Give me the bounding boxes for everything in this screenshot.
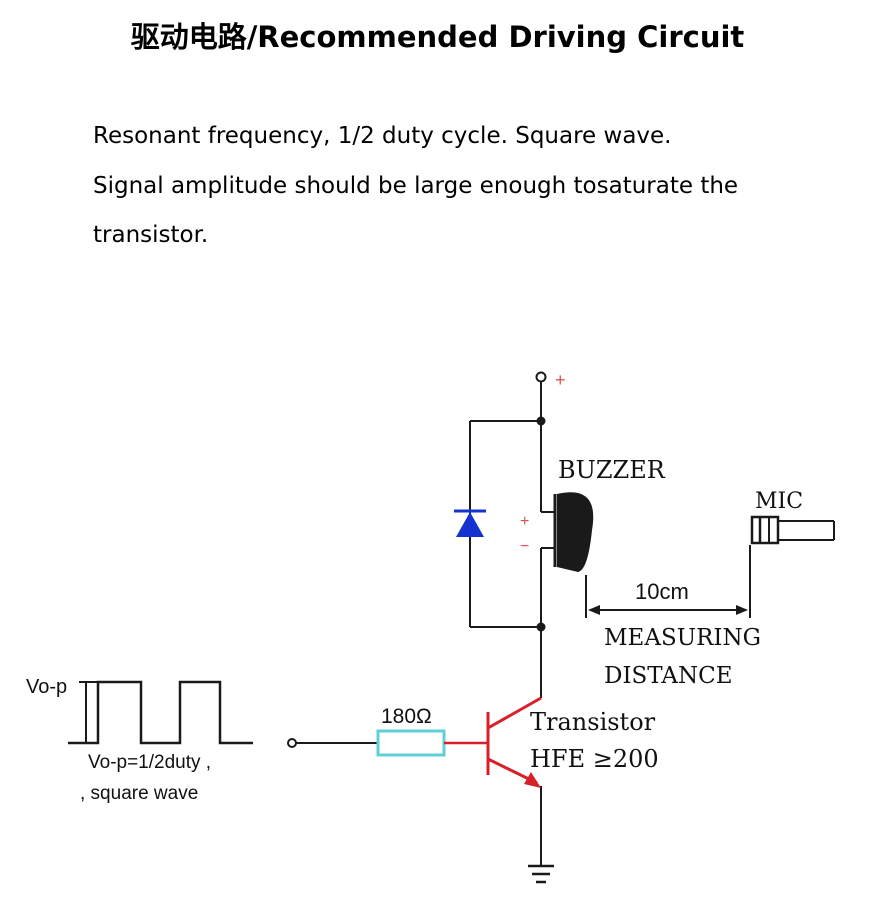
square-wave-icon bbox=[68, 680, 253, 745]
distance-dimension bbox=[585, 545, 751, 618]
description-line-3: transistor. bbox=[93, 222, 209, 248]
description: Resonant frequency, 1/2 duty cycle. Squa… bbox=[93, 112, 793, 261]
buzzer-icon: + − bbox=[520, 492, 594, 572]
main-wires bbox=[296, 382, 555, 866]
resistor-icon bbox=[376, 729, 487, 757]
supply-plus-label: + bbox=[555, 370, 566, 390]
description-line-2: Signal amplitude should be large enough … bbox=[93, 172, 739, 199]
signal-description-line-2: , square wave bbox=[80, 783, 198, 804]
resistor-label: 180Ω bbox=[381, 705, 432, 728]
junction-dot-top bbox=[536, 416, 546, 426]
description-line-1: Resonant frequency, 1/2 duty cycle. Squa… bbox=[93, 123, 672, 149]
ground-icon bbox=[528, 864, 554, 884]
signal-description-line-1: Vo-p=1/2duty , bbox=[88, 752, 211, 773]
input-terminal bbox=[287, 738, 297, 748]
junction-dot-bottom bbox=[536, 622, 546, 632]
mic-label: MIC bbox=[755, 489, 803, 514]
transistor-icon bbox=[486, 696, 542, 788]
buzzer-minus-label: − bbox=[520, 538, 529, 555]
transistor-label-line-1: Transistor bbox=[530, 708, 656, 736]
page-title: 驱动电路/Recommended Driving Circuit bbox=[130, 20, 745, 54]
measuring-label-line-2: DISTANCE bbox=[604, 663, 733, 689]
buzzer-plus-label: + bbox=[520, 513, 529, 530]
distance-label: 10cm bbox=[635, 579, 689, 604]
measuring-label-line-1: MEASURING bbox=[604, 625, 761, 651]
diode-icon bbox=[454, 509, 486, 537]
microphone-icon bbox=[750, 515, 835, 545]
supply-terminal: + bbox=[535, 370, 566, 390]
buzzer-label: BUZZER bbox=[558, 456, 666, 484]
signal-amplitude-label: Vo-p bbox=[26, 676, 67, 698]
transistor-label-line-2: HFE ≥200 bbox=[530, 745, 659, 773]
